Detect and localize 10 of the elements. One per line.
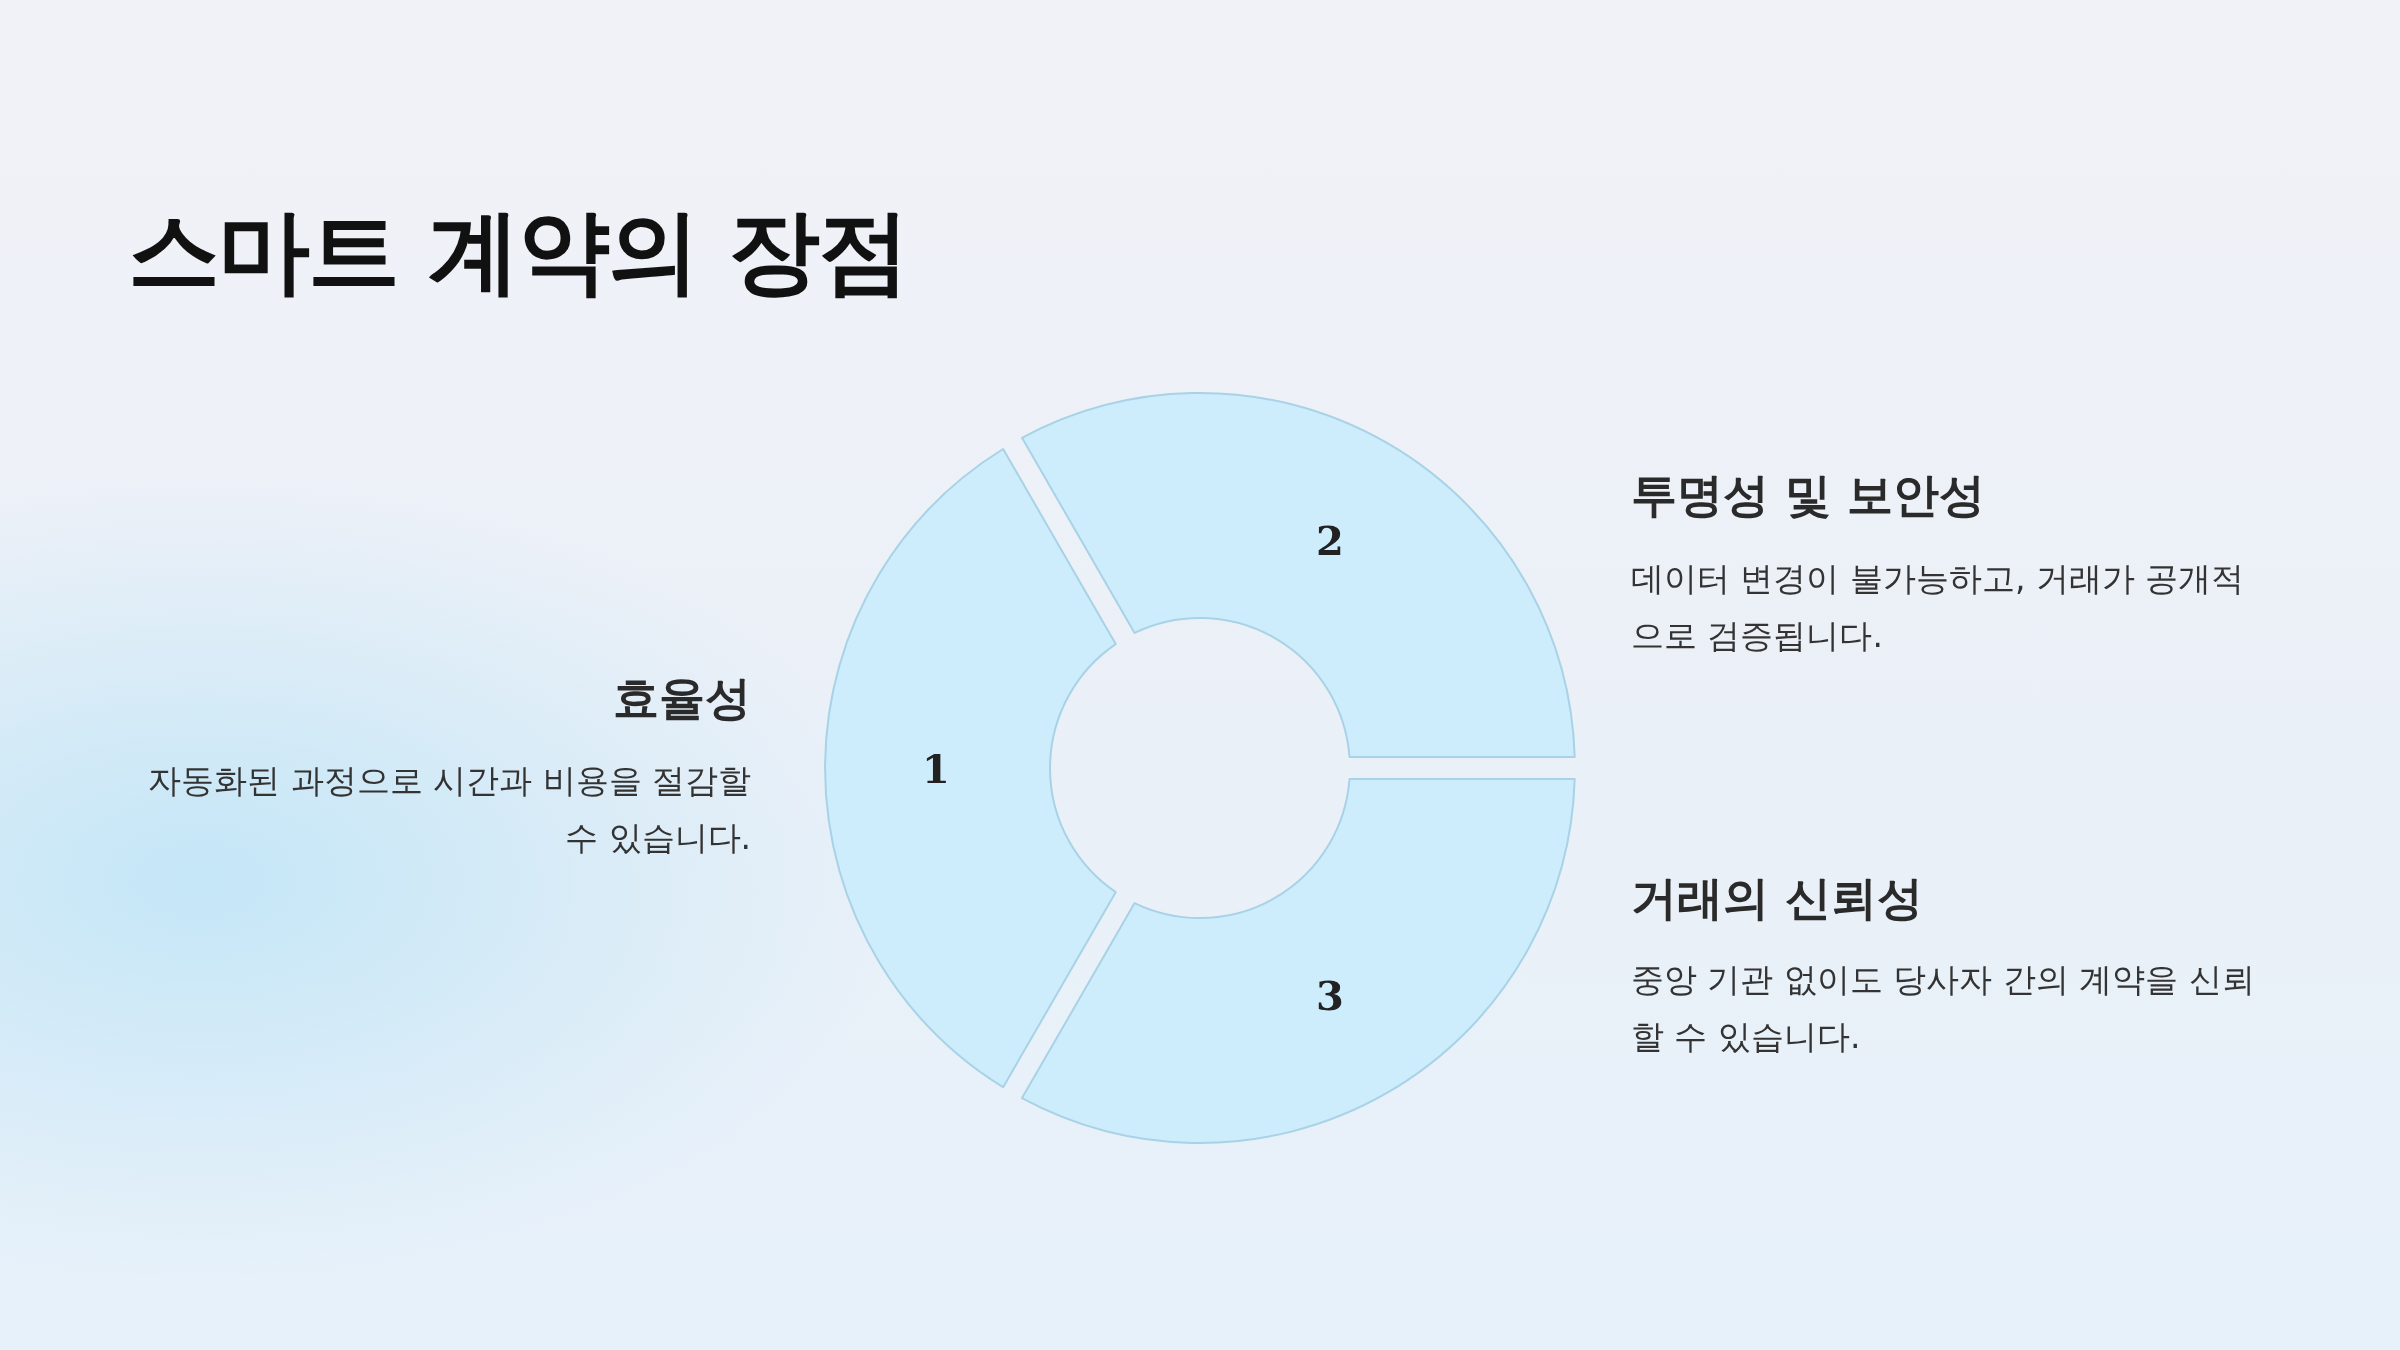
section-heading: 투명성 및 보안성 xyxy=(1631,467,1987,524)
description-text: 중앙 기관 없이도 당사자 간의 계약을 신뢰할 수 있습니다. xyxy=(1631,959,2256,1058)
segment-number: 1 xyxy=(922,744,950,792)
section-heading: 효율성 xyxy=(612,670,751,727)
slide-title: 스마트 계약의 장점 xyxy=(128,197,909,307)
segment-number: 2 xyxy=(1316,516,1344,564)
section-heading: 거래의 신뢰성 xyxy=(1631,870,1924,927)
segment-number: 3 xyxy=(1316,971,1344,1019)
description-text: 자동화된 과정으로 시간과 비용을 절감할 수 있습니다. xyxy=(147,760,751,859)
description-text: 데이터 변경이 불가능하고, 거래가 공개적으로 검증됩니다. xyxy=(1631,558,2246,657)
